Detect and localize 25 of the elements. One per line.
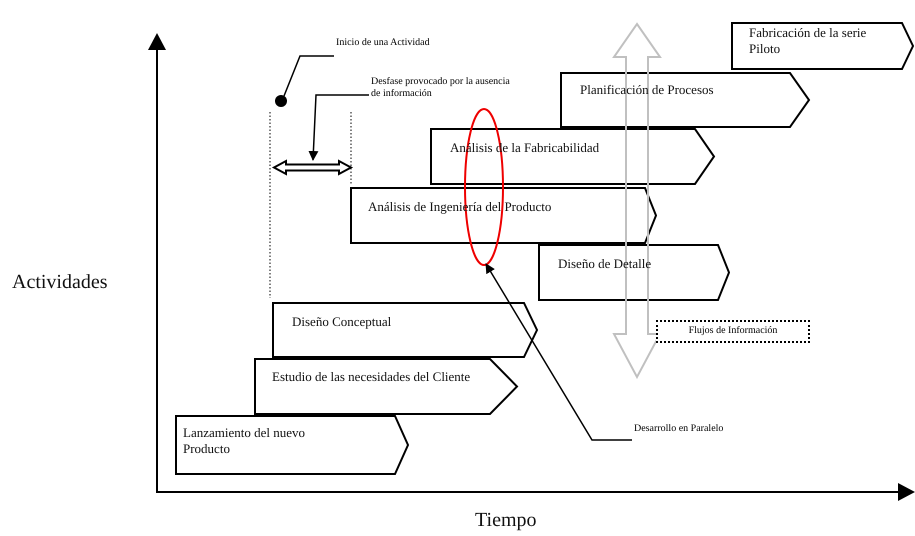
leader-arrow [485, 263, 632, 441]
activity-block [272, 302, 538, 358]
activity-label: Fabricación de la serie Piloto [749, 25, 868, 56]
axis-title: Tiempo [475, 508, 537, 532]
leader-arrow [308, 94, 369, 161]
activity-block [254, 358, 518, 415]
activity-label: Diseño Conceptual [292, 314, 392, 330]
activity-label: Diseño de Detalle [558, 256, 652, 272]
callout-text: Desfase provocado por la ausencia de información [371, 76, 511, 106]
activity-block [175, 415, 409, 475]
callout-text: Desarrollo en Paralelo [634, 423, 764, 439]
activity-block [538, 244, 730, 301]
callout-text: Inicio de una Actividad [336, 37, 476, 53]
activity-label: Lanzamiento del nuevo Producto [183, 425, 306, 456]
note-box: Flujos de Información [656, 320, 810, 343]
axis-title: Actividades [12, 270, 108, 294]
start-dot [275, 95, 287, 107]
activity-block [430, 128, 715, 185]
activity-label: Estudio de las necesidades del Cliente [272, 369, 472, 385]
double-arrow [273, 160, 352, 175]
leader-line [283, 55, 334, 96]
activity-block [731, 22, 914, 70]
activity-block [350, 187, 657, 244]
activity-label: Planificación de Procesos [580, 82, 715, 98]
activity-block [560, 72, 810, 128]
